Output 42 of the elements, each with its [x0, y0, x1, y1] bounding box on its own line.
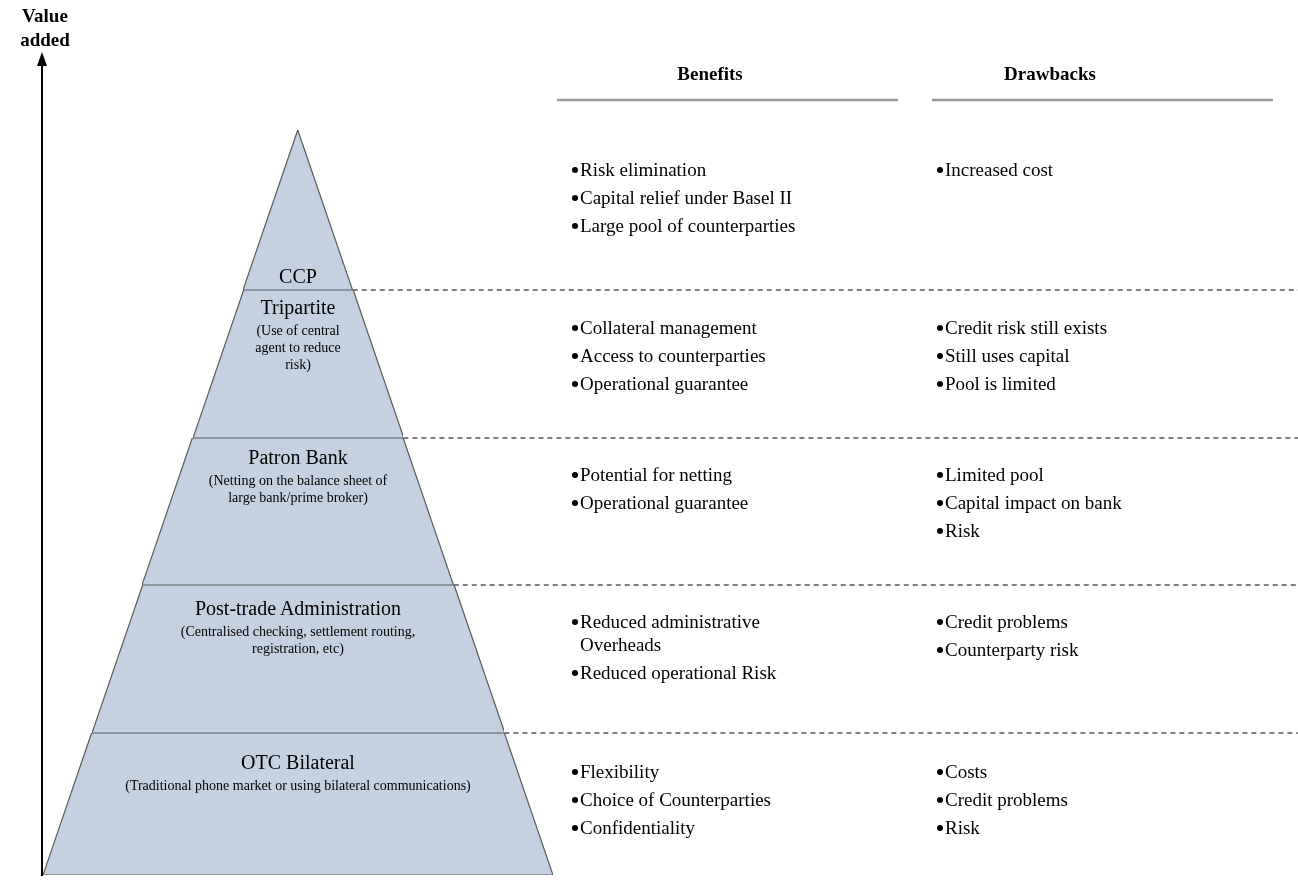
benefit-item: Flexibility — [580, 760, 661, 783]
benefit-item: Potential for netting — [580, 463, 733, 486]
tier-title: CCP — [279, 265, 317, 288]
tier-description: (Netting on the balance sheet of large bank/prime broker) — [207, 472, 389, 506]
drawback-item: Pool is limited — [945, 372, 1057, 395]
tier-description: (Use of central agent to reduce risk) — [254, 322, 342, 373]
drawback-item: Risk — [945, 519, 981, 542]
benefit-item: Reduced operational Risk — [580, 661, 778, 684]
column-header: Drawbacks — [1003, 63, 1097, 85]
drawback-item: Credit problems — [945, 610, 1069, 633]
drawback-item: Capital impact on bank — [945, 491, 1123, 514]
tier-description: (Traditional phone market or using bilateral communications) — [125, 777, 471, 794]
drawback-item: Credit problems — [945, 788, 1069, 811]
benefit-item: Access to counterparties — [580, 344, 767, 367]
benefit-item: Large pool of counterparties — [580, 214, 797, 237]
benefit-item: Choice of Counterparties — [580, 788, 772, 811]
tier-title: Post-trade Administration — [194, 597, 402, 620]
axis-label: Value added — [19, 4, 71, 52]
benefit-item: Operational guarantee — [580, 491, 750, 514]
drawback-item: Risk — [945, 816, 981, 839]
drawback-item: Costs — [945, 760, 989, 783]
tier-title: OTC Bilateral — [241, 751, 355, 774]
drawback-item: Credit risk still exists — [945, 316, 1109, 339]
pyramid-tier — [43, 733, 553, 875]
pyramid-tier-triangle — [243, 130, 353, 290]
column-header: Benefits — [676, 63, 744, 85]
tier-title: Patron Bank — [248, 446, 348, 469]
tier-description: (Centralised checking, settlement routing, registration, etc) — [179, 623, 417, 657]
benefit-item: Collateral management — [580, 316, 758, 339]
benefit-item: Operational guarantee — [580, 372, 750, 395]
pyramid-tier — [142, 438, 454, 585]
benefit-item: Risk elimination — [580, 158, 708, 181]
benefit-item: Reduced administrative Overheads — [580, 610, 761, 656]
tier-title: Tripartite — [260, 296, 336, 319]
benefit-item: Capital relief under Basel II — [580, 186, 794, 209]
pyramid-tier — [192, 290, 404, 438]
drawback-item: Counterparty risk — [945, 638, 1080, 661]
drawback-item: Still uses capital — [945, 344, 1071, 367]
pyramid-tier — [91, 585, 505, 733]
drawback-item: Increased cost — [945, 158, 1055, 181]
drawback-item: Limited pool — [945, 463, 1045, 486]
benefit-item: Confidentiality — [580, 816, 697, 839]
